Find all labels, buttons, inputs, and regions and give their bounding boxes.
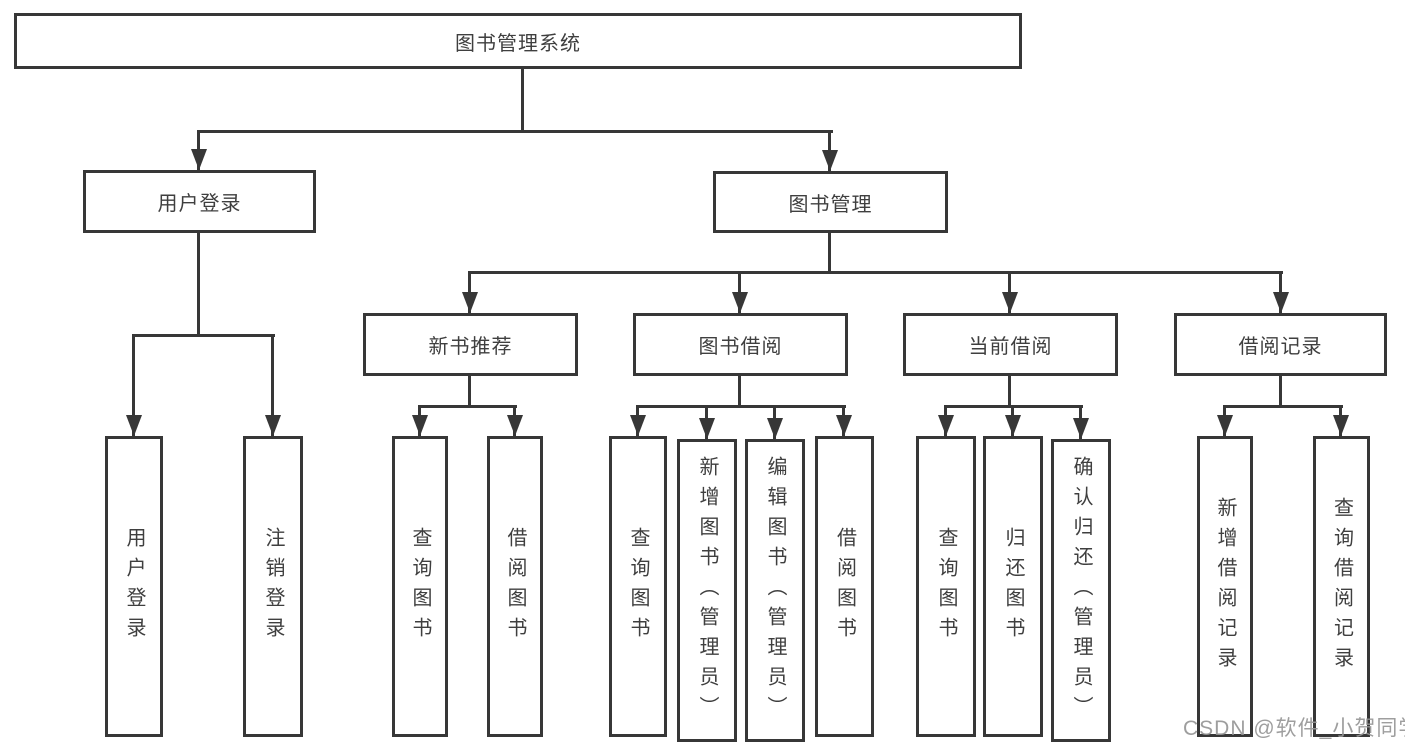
node-book-management: 图书管理: [713, 171, 948, 233]
node-label: 当前借阅: [968, 336, 1053, 358]
node-label: 用户登录: [157, 193, 242, 215]
node-new-book-recommend: 新书推荐: [363, 313, 578, 376]
node-label: 编辑图书（管理员）: [764, 455, 786, 726]
connector: [828, 233, 831, 274]
connector: [132, 334, 275, 337]
arrowhead-icon: [126, 415, 142, 436]
arrowhead-icon: [265, 415, 281, 436]
connector: [1008, 376, 1011, 408]
leaf-return-book: 归还图书: [983, 436, 1043, 737]
arrowhead-icon: [767, 418, 783, 439]
arrowhead-icon: [1005, 415, 1021, 436]
leaf-query-book-3: 查询图书: [916, 436, 976, 737]
node-label: 用户登录: [123, 526, 145, 647]
connector: [468, 376, 471, 408]
arrowhead-icon: [191, 149, 207, 170]
leaf-add-book-admin: 新增图书（管理员）: [677, 439, 737, 742]
connector: [738, 376, 741, 408]
connector: [1279, 376, 1282, 408]
connector: [271, 334, 274, 436]
node-label: 借阅记录: [1238, 336, 1323, 358]
leaf-borrow-book-1: 借阅图书: [487, 436, 543, 737]
node-label: 确认归还（管理员）: [1070, 455, 1092, 726]
leaf-confirm-return-admin: 确认归还（管理员）: [1051, 439, 1111, 742]
connector: [132, 334, 135, 436]
leaf-edit-book-admin: 编辑图书（管理员）: [745, 439, 805, 742]
connector: [197, 130, 833, 133]
arrowhead-icon: [1002, 292, 1018, 313]
node-label: 新增借阅记录: [1214, 496, 1236, 677]
arrowhead-icon: [462, 292, 478, 313]
node-root-library-system: 图书管理系统: [14, 13, 1022, 69]
arrowhead-icon: [1073, 418, 1089, 439]
arrowhead-icon: [732, 292, 748, 313]
node-label: 新书推荐: [428, 336, 513, 358]
arrowhead-icon: [1217, 415, 1233, 436]
leaf-query-book-1: 查询图书: [392, 436, 448, 737]
arrowhead-icon: [699, 418, 715, 439]
connector: [1223, 405, 1343, 408]
leaf-borrow-book-2: 借阅图书: [815, 436, 874, 737]
connector: [418, 405, 517, 408]
node-user-login: 用户登录: [83, 170, 316, 233]
node-label: 图书管理: [788, 193, 873, 216]
node-label: 归还图书: [1002, 526, 1024, 647]
node-label: 注销登录: [262, 526, 284, 647]
node-label: 图书借阅: [698, 336, 783, 358]
leaf-add-borrow-record: 新增借阅记录: [1197, 436, 1253, 737]
arrowhead-icon: [822, 150, 838, 171]
arrowhead-icon: [1333, 415, 1349, 436]
connector: [521, 69, 524, 133]
node-label: 查询图书: [627, 526, 649, 647]
leaf-logout: 注销登录: [243, 436, 303, 737]
node-label: 查询借阅记录: [1330, 496, 1353, 677]
node-borrow-record: 借阅记录: [1174, 313, 1387, 376]
arrowhead-icon: [1273, 292, 1289, 313]
arrowhead-icon: [630, 415, 646, 436]
node-current-borrow: 当前借阅: [903, 313, 1118, 376]
arrowhead-icon: [412, 415, 428, 436]
connector: [197, 233, 200, 337]
arrowhead-icon: [836, 415, 852, 436]
node-label: 查询图书: [935, 526, 957, 647]
node-label: 图书管理系统: [455, 32, 581, 55]
connector: [468, 271, 1283, 274]
leaf-user-login: 用户登录: [105, 436, 163, 737]
connector: [636, 405, 846, 408]
node-label: 借阅图书: [833, 526, 856, 647]
node-label: 新增图书（管理员）: [696, 455, 718, 726]
node-label: 查询图书: [409, 526, 431, 647]
node-book-borrow: 图书借阅: [633, 313, 848, 376]
csdn-watermark: CSDN @软件_小贺同学: [1183, 717, 1405, 740]
leaf-query-borrow-record: 查询借阅记录: [1313, 436, 1370, 737]
arrowhead-icon: [507, 415, 523, 436]
leaf-query-book-2: 查询图书: [609, 436, 667, 737]
node-label: 借阅图书: [504, 526, 526, 647]
arrowhead-icon: [938, 415, 954, 436]
